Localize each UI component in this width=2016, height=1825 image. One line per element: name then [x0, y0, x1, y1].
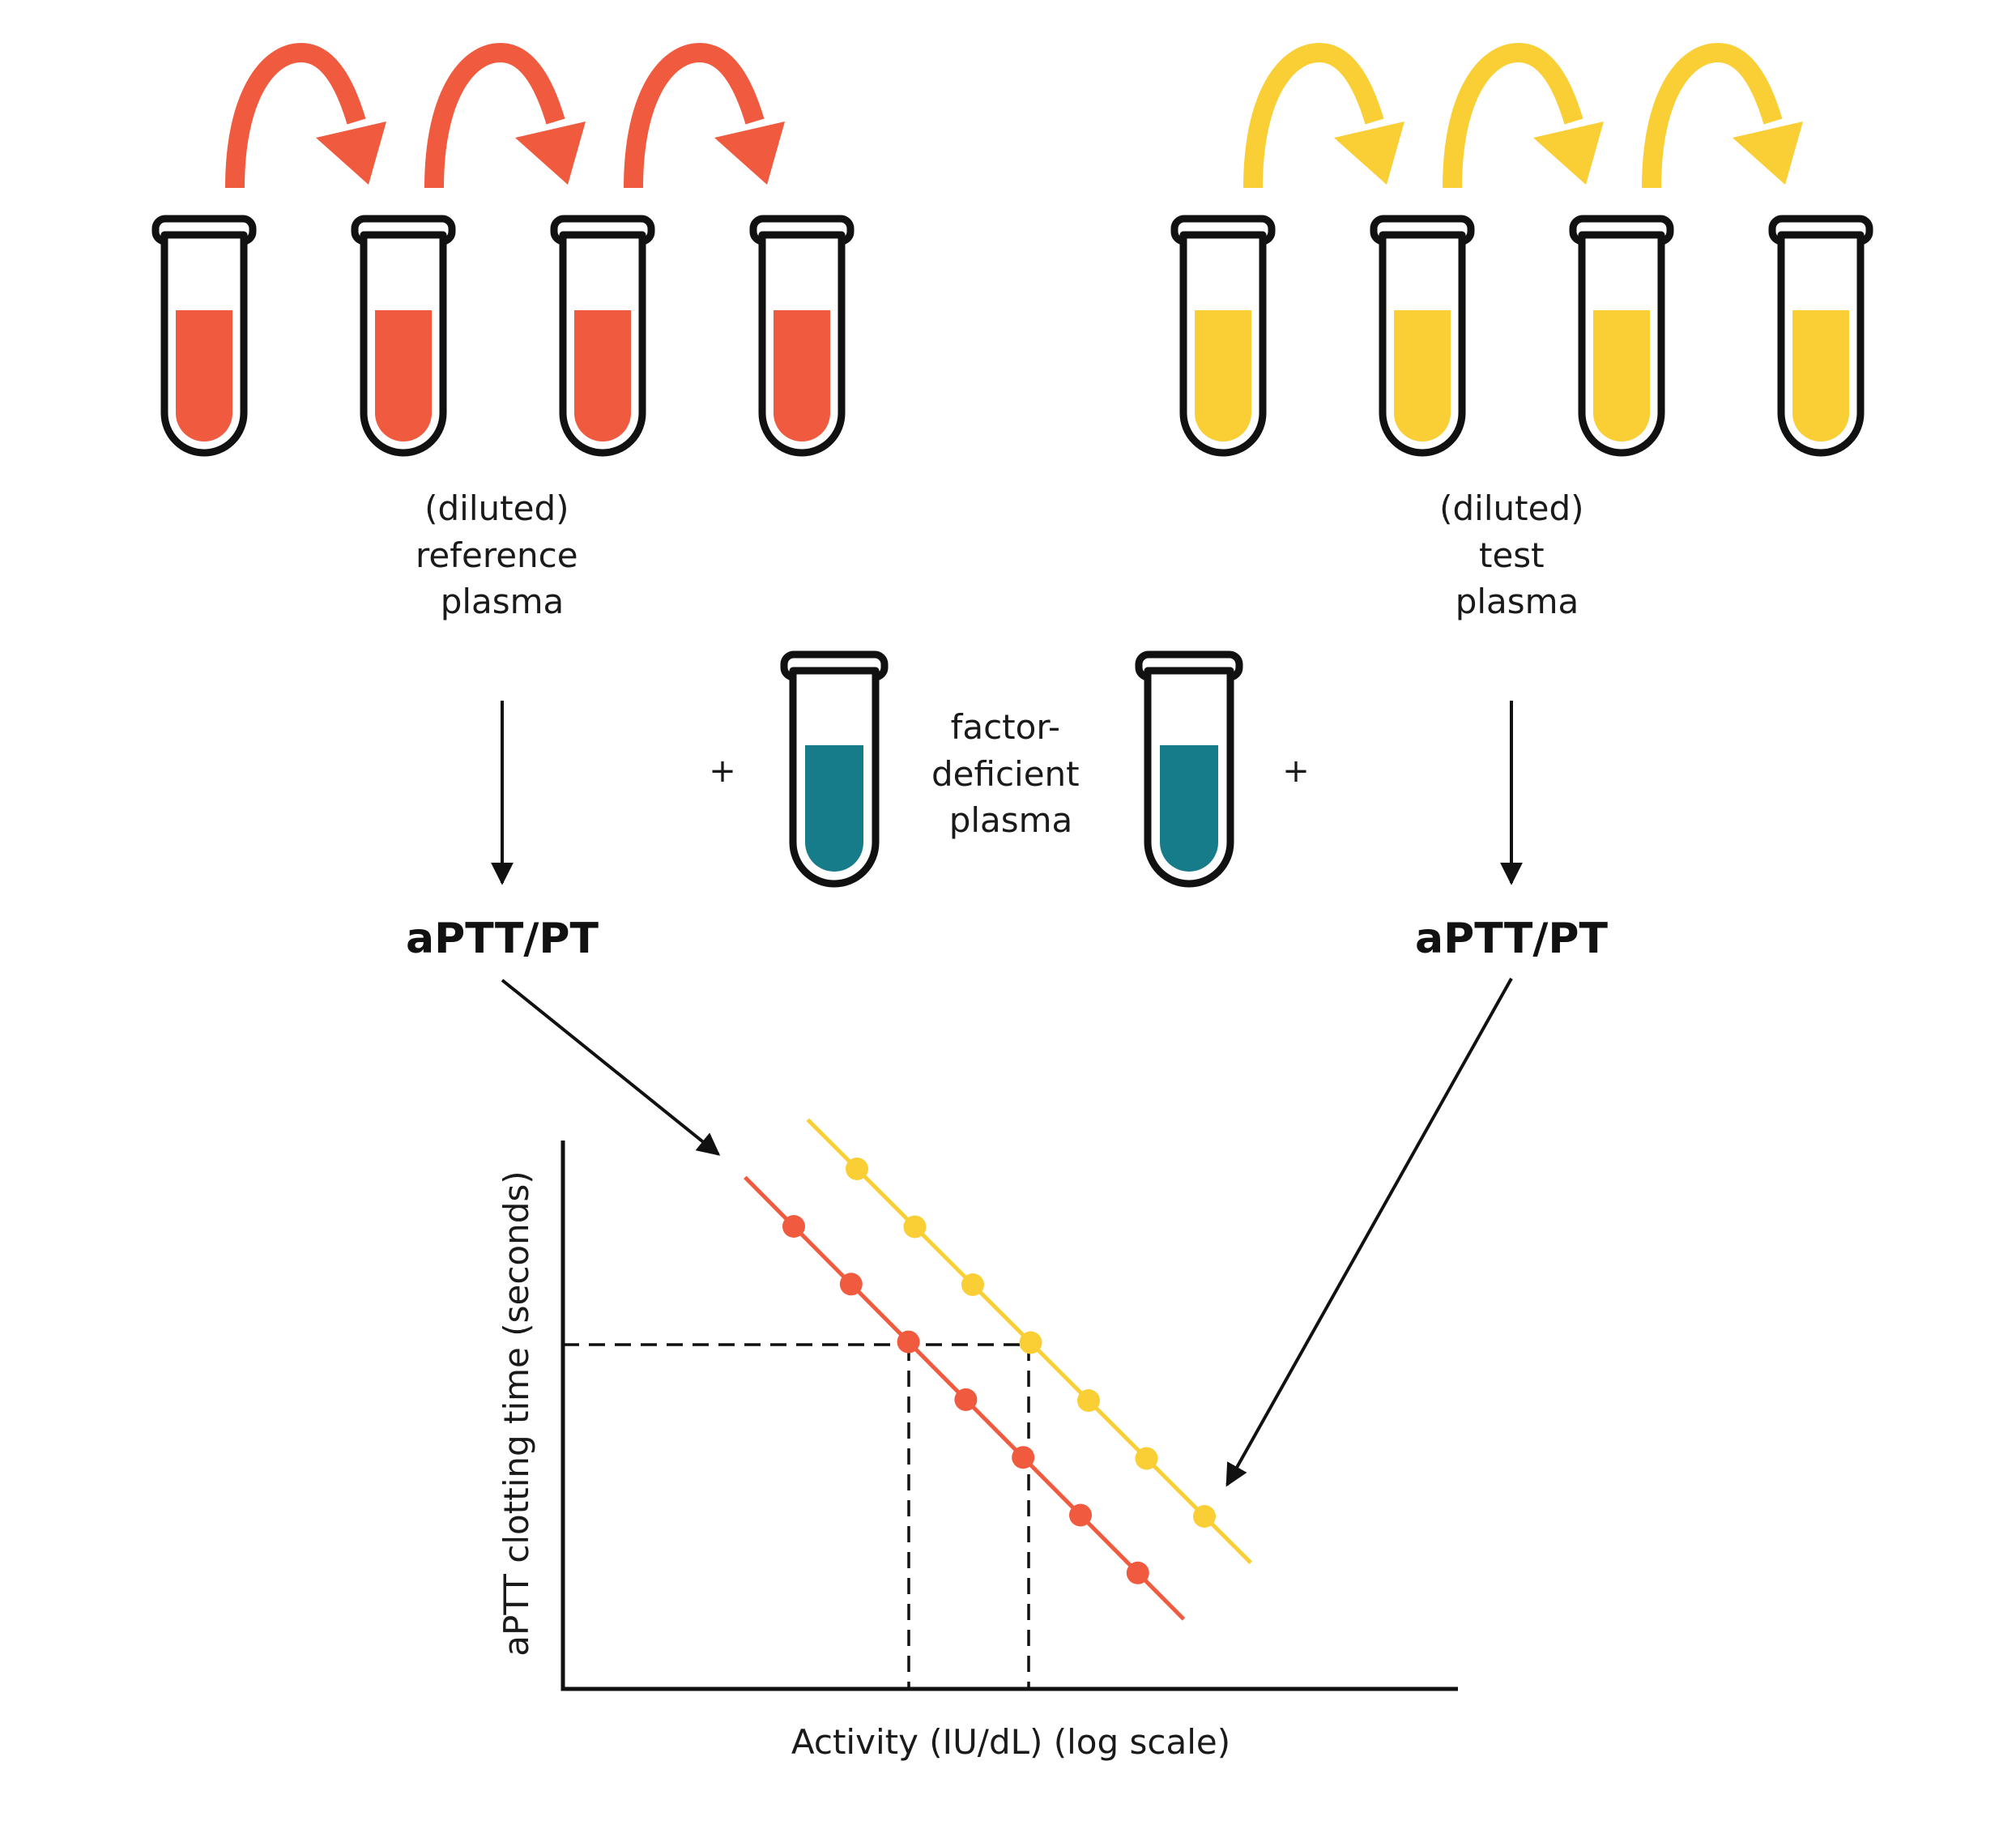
- deficient-plasma-label: factor- deficient plasma: [931, 707, 1090, 840]
- series-layer: [744, 1118, 1252, 1621]
- test-data-point: [1077, 1389, 1100, 1412]
- dilution-arrow-icon: [1243, 42, 1404, 189]
- test-tube-icon: [780, 650, 889, 888]
- y-axis-label: aPTT clotting time (seconds): [497, 1170, 536, 1656]
- dilution-arrow-icon: [624, 42, 785, 189]
- reference-data-point: [897, 1330, 920, 1354]
- dilution-arrow-icon: [225, 42, 386, 189]
- reference-data-point: [782, 1215, 805, 1238]
- test-tube-icon: [351, 215, 456, 457]
- test-tube-icon: [1370, 215, 1475, 457]
- reference-data-point: [1012, 1446, 1035, 1469]
- diagonal-arrow-icon: [1225, 978, 1513, 1487]
- chart-axes: [560, 1141, 1458, 1691]
- test-data-point: [846, 1158, 868, 1180]
- test-tube-icon: [1135, 650, 1243, 888]
- dilution-arrow-icon: [1443, 42, 1604, 189]
- reference-plasma-label: (diluted) reference plasma: [416, 488, 589, 621]
- assay-label-right: aPTT/PT: [1415, 915, 1608, 963]
- test-data-point: [1019, 1331, 1042, 1354]
- assay-label-left: aPTT/PT: [406, 915, 599, 963]
- test-tube-icon: [550, 215, 655, 457]
- diagonal-arrow-icon: [501, 979, 721, 1156]
- reference-data-point: [839, 1273, 863, 1296]
- test-tube-icon: [1170, 215, 1276, 457]
- plus-sign-right: +: [1282, 753, 1310, 790]
- reference-data-point: [1069, 1503, 1092, 1527]
- reference-dilution-arrows: [225, 42, 785, 189]
- test-tube-icon: [151, 215, 257, 457]
- dilution-arrow-icon: [424, 42, 586, 189]
- activity-chart: Activity (IU/dL) (log scale) aPTT clotti…: [497, 1118, 1458, 1762]
- x-axis-label: Activity (IU/dL) (log scale): [791, 1722, 1230, 1762]
- test-tube-icon: [1569, 215, 1674, 457]
- test-plasma-label: (diluted) test plasma: [1439, 488, 1595, 621]
- flow-arrows: [491, 701, 1523, 1487]
- dilution-arrow-icon: [1642, 42, 1803, 189]
- test-dilution-series: (diluted) test plasma: [1170, 42, 1873, 621]
- test-data-point: [1135, 1447, 1158, 1470]
- test-tube-icon: [749, 215, 855, 457]
- reference-data-point: [954, 1388, 978, 1411]
- test-data-point: [1193, 1505, 1216, 1528]
- guide-lines: [563, 1343, 1030, 1689]
- test-data-point: [961, 1273, 984, 1296]
- test-dilution-arrows: [1243, 42, 1803, 189]
- reference-dilution-series: (diluted) reference plasma: [151, 42, 855, 621]
- reference-data-point: [1126, 1561, 1149, 1584]
- test-data-point: [903, 1215, 927, 1239]
- test-tube-icon: [1768, 215, 1873, 457]
- plus-sign-left: +: [709, 753, 736, 790]
- deficient-plasma-group: factor- deficient plasma + +: [709, 650, 1310, 888]
